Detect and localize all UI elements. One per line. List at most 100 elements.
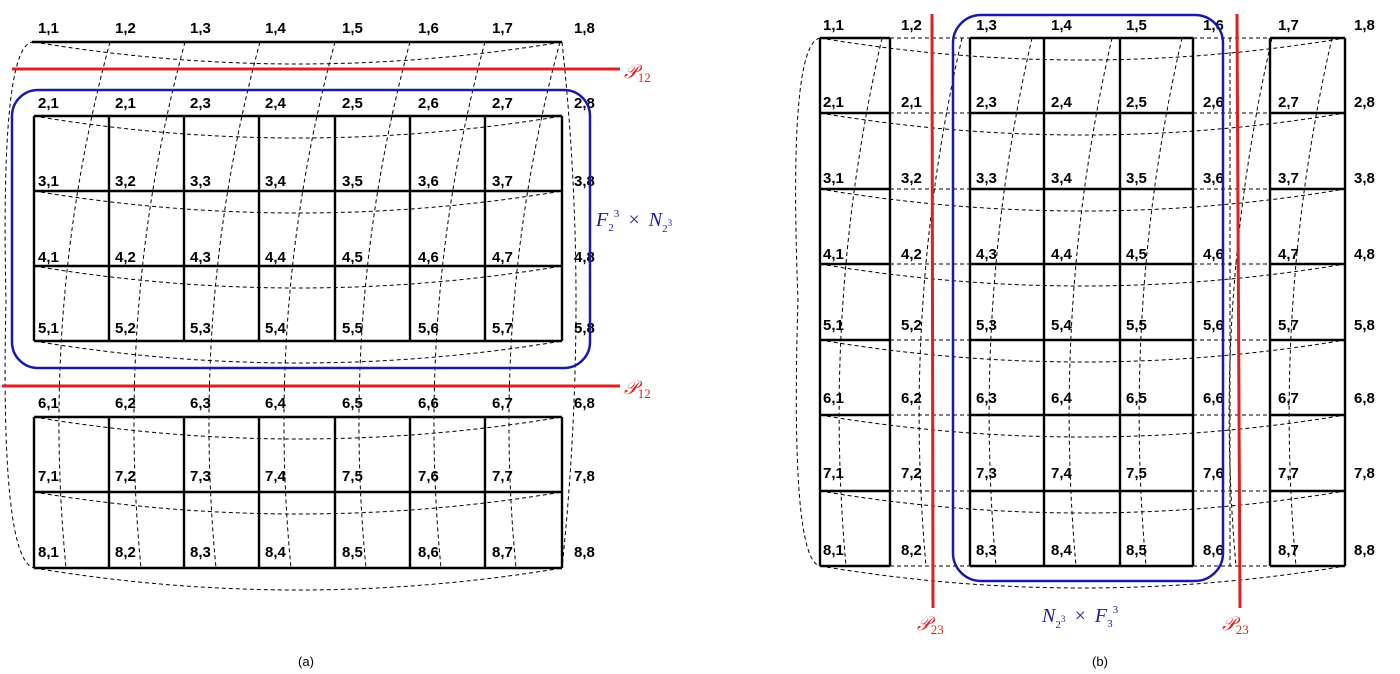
panel-b-partition-line-right xyxy=(1235,13,1242,609)
panel-b-node-label: 4,4 xyxy=(1051,246,1073,263)
panel-b-node-label: 3,4 xyxy=(1051,170,1073,187)
panel-b-node-label: 3,6 xyxy=(1203,170,1224,187)
panel-a-row-wrap-curve xyxy=(33,416,563,440)
panel-b-column-wrap-curve xyxy=(838,37,883,567)
panel-a-row-wrap-curve xyxy=(33,340,563,364)
panel-b-outer-wrap-curve xyxy=(795,37,821,567)
panel-a-node-label: 7,1 xyxy=(38,468,59,485)
panel-b-row-wrap-curve xyxy=(819,188,1346,212)
panel-b-node-label: 1,2 xyxy=(901,17,922,34)
panel-b-node-label: 5,1 xyxy=(823,317,844,334)
panel-b-node-label: 2,1 xyxy=(901,94,922,111)
panel-a-node-label: 4,7 xyxy=(492,249,513,266)
panel-b-node-label: 6,6 xyxy=(1203,390,1224,407)
panel-b-wraparound-curves xyxy=(795,37,1346,589)
panel-a-node-label: 2,1 xyxy=(115,95,136,112)
panel-a-node-label: 4,2 xyxy=(115,249,136,266)
panel-b-node-label: 5,4 xyxy=(1051,317,1073,334)
panel-a-node-label: 1,8 xyxy=(574,20,595,37)
panel-b-node-label: 7,8 xyxy=(1354,465,1375,482)
panel-b-node-label: 6,2 xyxy=(901,390,922,407)
panel-a-node-label: 7,5 xyxy=(342,468,363,485)
panel-b-node-label: 6,5 xyxy=(1126,390,1147,407)
panel-b-node-label: 5,5 xyxy=(1126,317,1147,334)
panel-a-column-wrap-curve xyxy=(133,41,186,569)
panel-a-node-label: 8,5 xyxy=(342,544,363,561)
panel-a-node-label: 2,4 xyxy=(265,95,287,112)
panel-b-partition-line-left xyxy=(930,13,935,609)
panel-b-node-label: 7,4 xyxy=(1051,465,1073,482)
panel-a-row-wrap-curve xyxy=(33,265,563,289)
panel-a-node-label: 3,1 xyxy=(38,173,59,190)
panel-a-node-label: 1,6 xyxy=(418,20,439,37)
panel-a-subgroup-product-label: F23×N23 xyxy=(595,208,673,235)
panel-a-outer-wrap-curve xyxy=(561,41,577,569)
panel-a-node-label: 8,6 xyxy=(418,544,439,561)
panel-a-outer-wrap-curve xyxy=(4,41,35,569)
panel-a-row-wrap-curve xyxy=(33,567,563,591)
panel-a-column-wrap-curve xyxy=(58,41,111,569)
panel-a-node-label: 6,7 xyxy=(492,395,513,412)
panel-a-node-label: 3,6 xyxy=(418,173,439,190)
panel-b-node-label: 6,3 xyxy=(976,390,997,407)
panel-b-partition-label-right: 𝒫23 xyxy=(1222,613,1249,637)
panel-a-node-label: 5,6 xyxy=(418,320,439,337)
panel-a-node-label: 5,8 xyxy=(574,320,595,337)
panel-b-caption: (b) xyxy=(1092,654,1108,669)
panel-b-node-label: 8,3 xyxy=(976,542,997,559)
panel-a-node-label: 3,7 xyxy=(492,173,513,190)
panel-a-node-label: 7,8 xyxy=(574,468,595,485)
panel-b-node-label: 8,7 xyxy=(1278,542,1299,559)
panel-a-node-label: 5,7 xyxy=(492,320,513,337)
panel-a-node-label: 1,2 xyxy=(115,20,136,37)
panel-b-node-label: 4,1 xyxy=(823,246,844,263)
panel-a-node-label: 3,2 xyxy=(115,173,136,190)
panel-b-node-label: 3,3 xyxy=(976,170,997,187)
panel-a-node-label: 8,1 xyxy=(38,544,59,561)
panel-b-node-label: 8,4 xyxy=(1051,542,1073,559)
panel-a-node-label: 6,5 xyxy=(342,395,363,412)
panel-b-node-label: 2,4 xyxy=(1051,94,1073,111)
panel-b-node-label: 6,4 xyxy=(1051,390,1073,407)
panel-b-node-label: 5,7 xyxy=(1278,317,1299,334)
panel-a-node-label: 1,7 xyxy=(492,20,513,37)
panel-a-node-label: 6,2 xyxy=(115,395,136,412)
panel-b-node-label: 3,8 xyxy=(1354,170,1375,187)
panel-b-node-label: 2,7 xyxy=(1278,94,1299,111)
panel-a-node-label: 7,4 xyxy=(265,468,287,485)
panel-a-node-label: 7,3 xyxy=(190,468,211,485)
panel-a-node-label: 1,3 xyxy=(190,20,211,37)
panel-b-node-label: 7,1 xyxy=(823,465,844,482)
panel-a-node-label: 1,1 xyxy=(38,20,59,37)
panel-a-node-label: 7,6 xyxy=(418,468,439,485)
panel-a-node-label: 2,5 xyxy=(342,95,363,112)
panel-a-column-wrap-curve xyxy=(358,41,411,569)
panel-b-node-label: 3,7 xyxy=(1278,170,1299,187)
panel-b-node-label: 3,5 xyxy=(1126,170,1147,187)
panel-b-column-wrap-curve xyxy=(1288,37,1333,567)
panel-b-node-label: 1,8 xyxy=(1354,17,1375,34)
panel-a-node-label: 4,6 xyxy=(418,249,439,266)
panel-b-node-label: 2,6 xyxy=(1203,94,1224,111)
panel-b-node-label: 4,8 xyxy=(1354,246,1375,263)
panel-a-subgroup-outline xyxy=(10,88,592,370)
panel-a-node-label: 5,2 xyxy=(115,320,136,337)
panel-a-row-wrap-curve xyxy=(33,41,563,65)
panel-b-node-label: 3,2 xyxy=(901,170,922,187)
panel-b-row-wrap-curve xyxy=(819,565,1346,589)
panel-b-node-label: 2,8 xyxy=(1354,94,1375,111)
panel-b-node-label: 6,8 xyxy=(1354,390,1375,407)
panel-b-column-wrap-curve xyxy=(1138,37,1183,567)
panel-a-row-wrap-curve xyxy=(33,190,563,214)
panel-b-node-label: 8,8 xyxy=(1354,542,1375,559)
panel-a-node-label: 3,3 xyxy=(190,173,211,190)
panel-b-node-label: 6,7 xyxy=(1278,390,1299,407)
panel-a-node-label: 8,2 xyxy=(115,544,136,561)
panel-b-node-label: 7,2 xyxy=(901,465,922,482)
panel-b-subgroup-product-label: N23×F33 xyxy=(1041,604,1119,631)
panel-a-node-label: 2,7 xyxy=(492,95,513,112)
panel-a-partition-label-bottom: 𝒫12 xyxy=(624,377,651,401)
